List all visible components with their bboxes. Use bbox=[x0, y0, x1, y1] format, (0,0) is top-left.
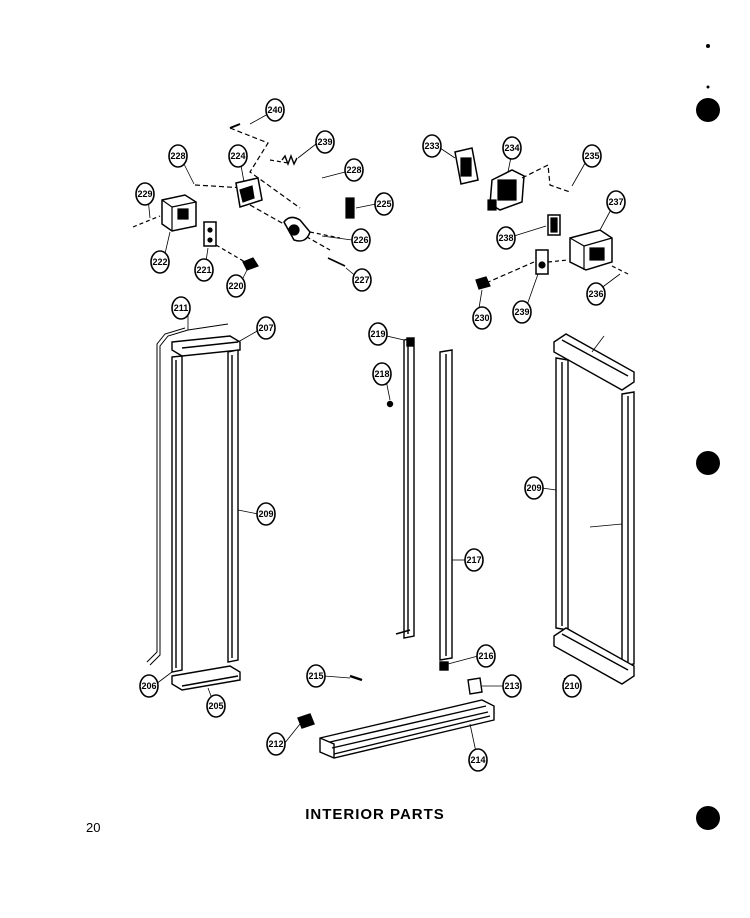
binder-hole-1 bbox=[696, 98, 720, 122]
callout-20: 236 bbox=[586, 282, 606, 306]
callout-9: 226 bbox=[351, 228, 371, 252]
callout-label: 227 bbox=[354, 275, 369, 285]
callout-label: 239 bbox=[514, 307, 529, 317]
callout-label: 210 bbox=[564, 681, 579, 691]
callout-12: 220 bbox=[226, 274, 246, 298]
page-title: INTERIOR PARTS bbox=[305, 806, 445, 823]
callout-label: 240 bbox=[267, 105, 282, 115]
callout-1: 240 bbox=[265, 98, 285, 122]
left-frame-assembly bbox=[146, 323, 241, 691]
callout-4: 224 bbox=[228, 144, 248, 168]
callout-label: 238 bbox=[498, 233, 513, 243]
callout-label: 230 bbox=[474, 313, 489, 323]
callout-label: 239 bbox=[317, 137, 332, 147]
callout-13: 233 bbox=[422, 134, 442, 158]
callout-label: 207 bbox=[258, 323, 273, 333]
callout-label: 224 bbox=[230, 151, 245, 161]
callout-label: 226 bbox=[353, 235, 368, 245]
center-mullion-assembly bbox=[297, 337, 495, 759]
callout-label: 217 bbox=[466, 555, 481, 565]
callout-34: 209 bbox=[524, 476, 544, 500]
callout-32: 214 bbox=[468, 748, 488, 772]
callout-3: 228 bbox=[168, 144, 188, 168]
callout-label: 225 bbox=[376, 199, 391, 209]
callout-label: 215 bbox=[308, 671, 323, 681]
callout-label: 209 bbox=[258, 509, 273, 519]
callout-23: 219 bbox=[368, 322, 388, 346]
callout-28: 205 bbox=[206, 694, 226, 718]
callout-19: 230 bbox=[472, 306, 492, 330]
callout-14: 234 bbox=[502, 136, 522, 160]
callout-5: 228 bbox=[344, 158, 364, 182]
callout-label: 236 bbox=[588, 289, 603, 299]
callout-8: 222 bbox=[150, 250, 170, 274]
callout-label: 205 bbox=[208, 701, 223, 711]
callout-2: 239 bbox=[315, 130, 335, 154]
page-number: 20 bbox=[86, 820, 101, 835]
callout-label: 213 bbox=[504, 681, 519, 691]
callout-22: 207 bbox=[256, 316, 276, 340]
binder-hole-3 bbox=[696, 806, 720, 830]
callout-label: 228 bbox=[346, 165, 361, 175]
left-light-assembly bbox=[132, 123, 355, 271]
callout-29: 215 bbox=[306, 664, 326, 688]
callout-15: 235 bbox=[582, 144, 602, 168]
callout-7: 225 bbox=[374, 192, 394, 216]
callout-label: 206 bbox=[141, 681, 156, 691]
edge-dot-1 bbox=[706, 44, 710, 48]
callout-10: 221 bbox=[194, 258, 214, 282]
callout-11: 227 bbox=[352, 268, 372, 292]
edge-dot-2 bbox=[706, 85, 710, 89]
callout-label: 233 bbox=[424, 141, 439, 151]
callout-35: 210 bbox=[562, 674, 582, 698]
callout-25: 209 bbox=[256, 502, 276, 526]
callout-label: 212 bbox=[268, 739, 283, 749]
callout-label: 211 bbox=[174, 303, 189, 313]
callout-27: 206 bbox=[139, 674, 159, 698]
callout-label: 219 bbox=[370, 329, 385, 339]
callout-17: 238 bbox=[496, 226, 516, 250]
callout-label: 234 bbox=[504, 143, 519, 153]
callout-18: 239 bbox=[512, 300, 532, 324]
callout-label: 220 bbox=[228, 281, 243, 291]
callout-6: 229 bbox=[135, 182, 155, 206]
callout-24: 218 bbox=[372, 362, 392, 386]
callout-26: 217 bbox=[464, 548, 484, 572]
callout-bubbles: 240 239 228 224 228 229 bbox=[135, 98, 626, 772]
callout-label: 221 bbox=[196, 265, 211, 275]
callout-label: 237 bbox=[608, 197, 623, 207]
callout-label: 209 bbox=[526, 483, 541, 493]
right-light-assembly bbox=[454, 147, 629, 290]
callout-label: 235 bbox=[584, 151, 599, 161]
right-frame-assembly bbox=[553, 333, 635, 685]
callout-label: 216 bbox=[478, 651, 493, 661]
callout-33: 213 bbox=[502, 674, 522, 698]
callout-label: 214 bbox=[470, 755, 485, 765]
callout-label: 222 bbox=[152, 257, 167, 267]
callout-label: 228 bbox=[170, 151, 185, 161]
callout-30: 216 bbox=[476, 644, 496, 668]
callout-label: 229 bbox=[137, 189, 152, 199]
callout-31: 212 bbox=[266, 732, 286, 756]
callout-label: 218 bbox=[374, 369, 389, 379]
callout-16: 237 bbox=[606, 190, 626, 214]
callout-21: 211 bbox=[171, 296, 191, 320]
binder-hole-2 bbox=[696, 451, 720, 475]
